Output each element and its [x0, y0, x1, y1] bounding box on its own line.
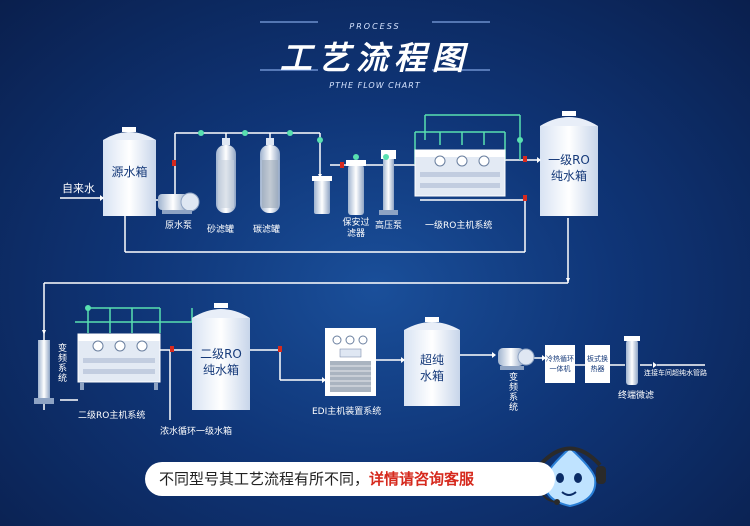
vfd1-label: 变频系统	[56, 343, 66, 383]
dosing-unit	[312, 176, 332, 214]
terminal-filter-unit	[624, 336, 640, 385]
ultra-pure-tank	[404, 317, 460, 406]
ro2-host-label: 二级RO主机系统	[78, 411, 146, 421]
ultra-tank-label: 超纯水箱	[419, 353, 444, 383]
title-decoration	[260, 21, 490, 71]
terminal-filter-label: 终端微滤	[618, 391, 655, 401]
carbon-filter-tank	[260, 138, 280, 213]
hp-pump-label: 高压泵	[375, 221, 403, 231]
notice-banner: 不同型号其工艺流程有所不同，详情请咨询客服	[145, 462, 555, 496]
high-pressure-pump	[379, 150, 398, 215]
ro2-host-unit	[77, 333, 161, 390]
plate-hx-box: 板式换热器	[585, 345, 610, 383]
carbon-filter-label: 碳滤罐	[253, 225, 281, 235]
header: PROCESS 工艺流程图 PTHE FLOW CHART	[0, 22, 750, 90]
ro1-tank-label: 一级RO纯水箱	[548, 153, 590, 183]
vfd-pump-2	[498, 348, 535, 370]
chiller-box: 冷热循环一体机	[545, 345, 575, 383]
pressure-gauges	[85, 130, 523, 311]
concentrate-label: 浓水循环一级水箱	[160, 427, 233, 437]
security-filter-label: 保安过滤器	[342, 218, 370, 239]
bottom-green-pipes	[75, 307, 193, 333]
pipeline-label: 连接车间超纯水管路	[644, 369, 707, 377]
flow-arrows	[42, 157, 657, 383]
valve-markers	[170, 156, 527, 352]
ro1-host-unit	[414, 149, 506, 197]
vfd2-label: 变频系统	[507, 372, 517, 412]
tap-water-label: 自来水	[62, 182, 95, 195]
raw-tank-label: 源水箱	[111, 165, 148, 179]
page-title: 工艺流程图	[279, 39, 470, 77]
edi-label: EDI主机装置系统	[312, 407, 382, 417]
ro1-water-tank	[540, 111, 598, 216]
vfd-pump-1	[34, 340, 54, 404]
notice-highlight: 详情请咨询客服	[369, 470, 475, 488]
ro1-host-label: 一级RO主机系统	[425, 221, 493, 231]
edi-unit	[325, 328, 376, 396]
header-eyebrow: PROCESS	[349, 22, 401, 31]
sand-filter-tank	[216, 138, 236, 213]
mascot-image	[534, 446, 606, 508]
ro2-tank-label: 二级RO纯水箱	[200, 347, 242, 377]
header-subtitle: PTHE FLOW CHART	[329, 81, 421, 90]
raw-water-tank	[103, 127, 156, 216]
security-filter	[346, 160, 366, 215]
raw-pump	[158, 192, 200, 214]
sand-filter-label: 砂滤罐	[207, 225, 235, 235]
notice-text: 不同型号其工艺流程有所不同，	[159, 470, 370, 488]
ro2-water-tank	[192, 303, 250, 410]
raw-pump-label: 原水泵	[165, 221, 193, 231]
